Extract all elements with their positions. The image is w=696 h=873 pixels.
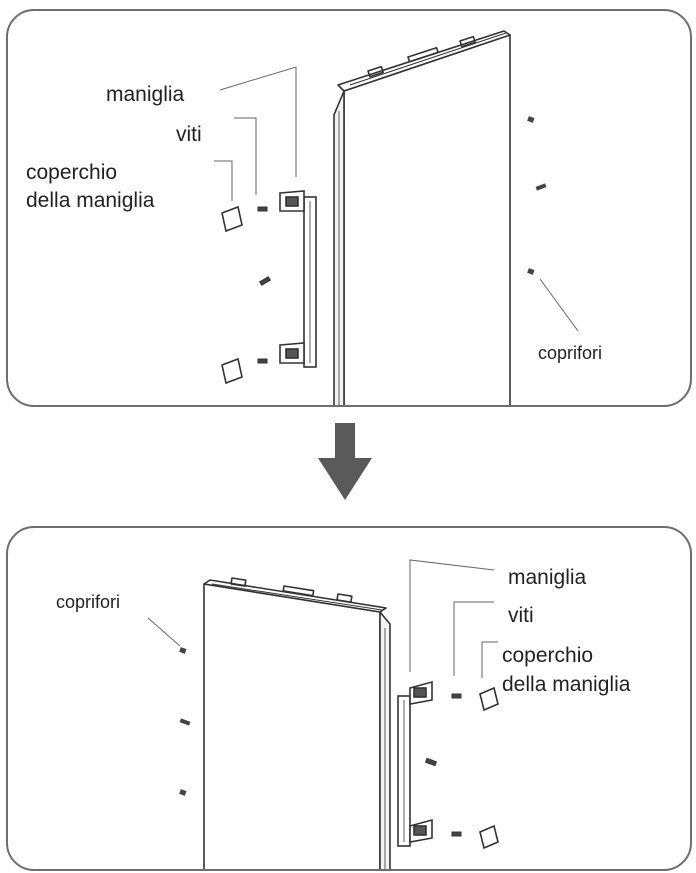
label-screws-top: viti <box>176 123 202 146</box>
bottom-panel: maniglia viti coperchio della maniglia c… <box>6 526 692 871</box>
screws-bottom <box>424 693 462 837</box>
screws-top <box>257 206 272 364</box>
label-cover-line2-top: della maniglia <box>26 189 155 212</box>
label-handle-bottom: maniglia <box>508 566 587 589</box>
label-hole-covers-top: coprifori <box>538 343 602 363</box>
label-cover-line1-top: coperchio <box>26 161 117 184</box>
label-cover-line1-bottom: coperchio <box>502 644 593 667</box>
handle-covers-top <box>221 205 243 385</box>
label-handle-top: maniglia <box>106 83 185 106</box>
handle-bottom <box>397 680 433 847</box>
bottom-illustration: maniglia viti coperchio della maniglia c… <box>56 559 631 869</box>
label-cover-line2-bottom: della maniglia <box>502 673 631 696</box>
handle-top <box>279 190 317 368</box>
leader-lines-bottom <box>147 559 498 678</box>
door-top <box>333 30 511 405</box>
label-hole-covers-bottom: coprifori <box>56 592 120 612</box>
handle-covers-bottom <box>479 686 499 850</box>
top-illustration: maniglia viti coperchio della maniglia c… <box>26 30 602 405</box>
hole-covers-top <box>527 116 547 275</box>
leader-lines-top <box>214 66 579 332</box>
label-screws-bottom: viti <box>508 604 534 627</box>
hole-covers-bottom <box>179 647 191 796</box>
door-bottom <box>203 577 391 869</box>
top-panel: maniglia viti coperchio della maniglia c… <box>6 9 692 407</box>
